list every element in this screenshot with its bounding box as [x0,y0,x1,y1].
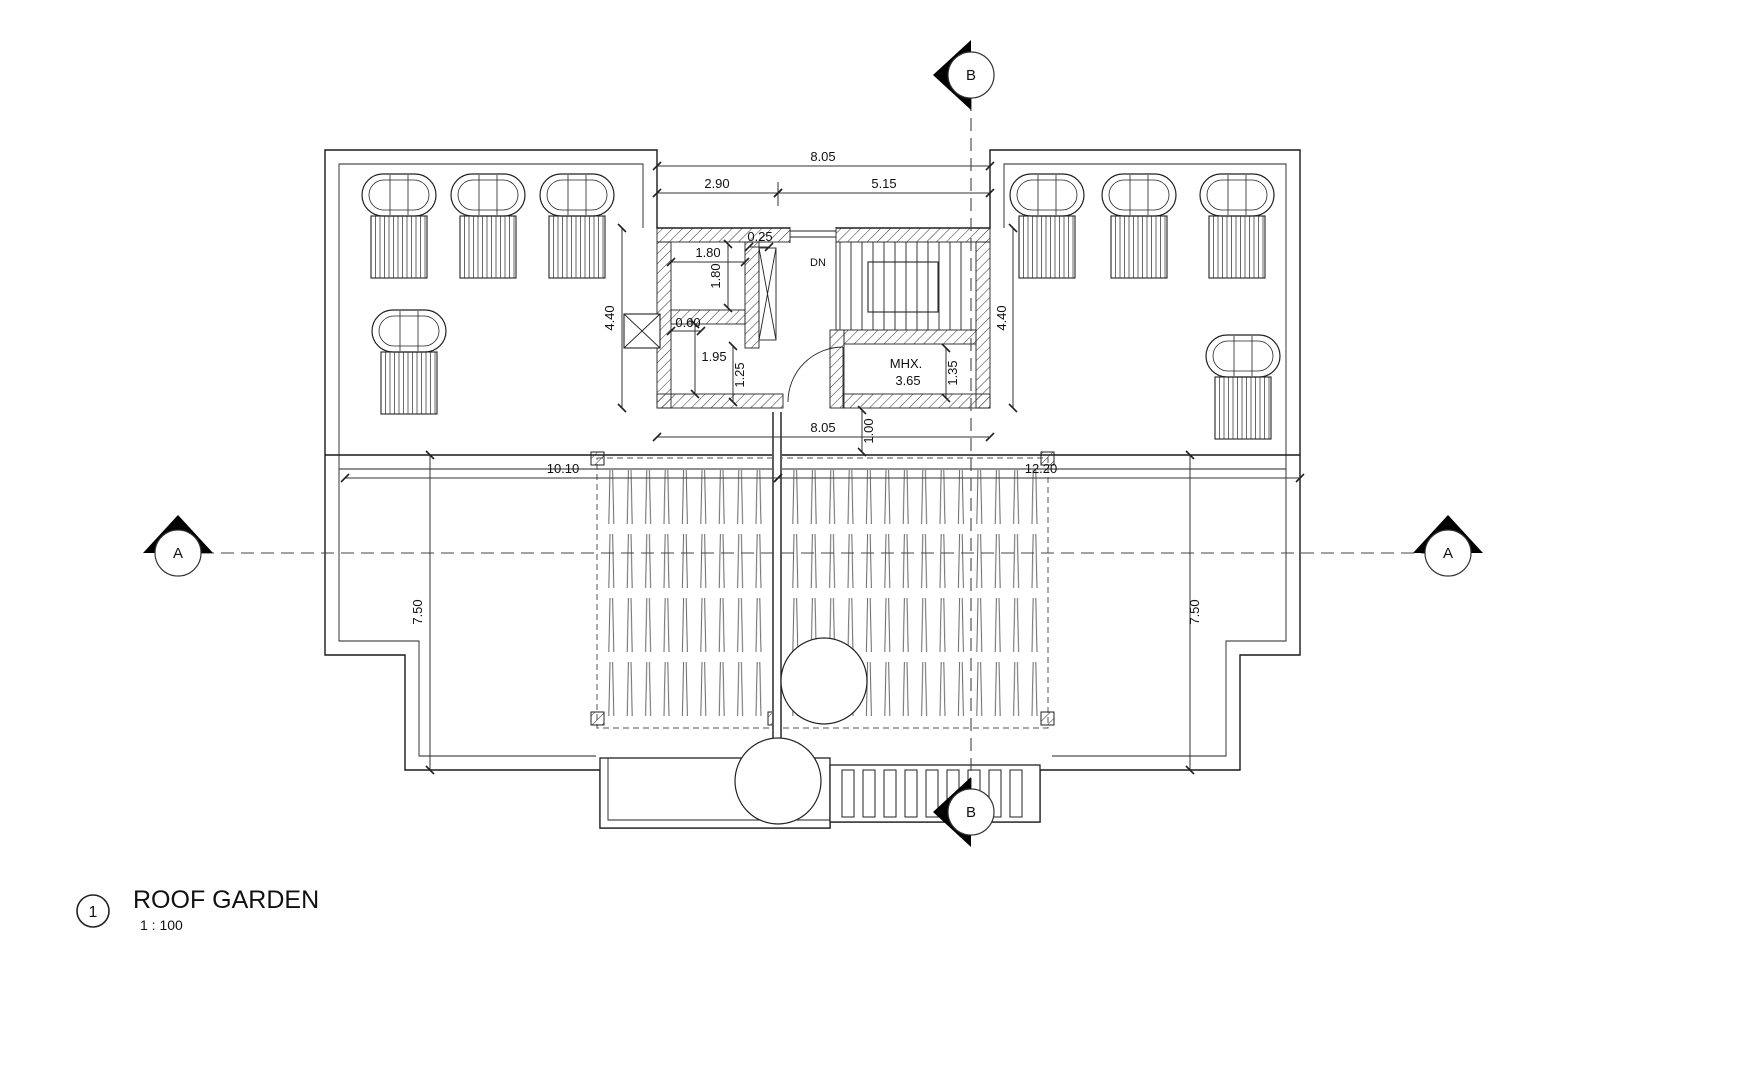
dim-room-depth: 1.80 [708,239,733,313]
section-bubble [1424,529,1472,577]
svg-text:8.05: 8.05 [810,420,835,435]
core-walls [656,227,991,409]
inner-wall-line-right [1003,163,1287,757]
sunbed [540,174,614,278]
mech-room-name: MHX. [890,356,923,371]
section-marker-b-bottom: B [933,777,995,847]
svg-text:5.15: 5.15 [871,176,896,191]
section-bubble [154,529,202,577]
dim-lower-room-depth: 1.95 [690,319,727,399]
dim-mech-room-width: 1.35 [941,343,960,403]
dim-core-top-left: 2.90 [652,176,783,206]
duct-shaft [758,247,777,341]
sunbed [1102,174,1176,278]
view-scale: 1 : 100 [140,917,183,933]
svg-text:4.40: 4.40 [994,305,1009,330]
svg-text:1.00: 1.00 [861,418,876,443]
dim-core-top-total: 8.05 [652,149,995,171]
svg-text:8.05: 8.05 [810,149,835,164]
shaft-column [623,313,661,349]
view-number: 1 [89,904,98,921]
section-letter: B [966,67,976,84]
section-marker-a-right: A [1413,515,1483,577]
svg-text:7.50: 7.50 [1187,599,1202,624]
dim-corridor-width: 1.25 [728,341,747,407]
sunbed [372,310,446,414]
round-feature-upper [780,637,868,725]
svg-text:1.25: 1.25 [732,362,747,387]
section-bubble [947,51,995,99]
view-title: 1 ROOF GARDEN 1 : 100 [76,886,319,933]
dim-door-offset: 1.00 [857,405,876,457]
core-window [789,226,837,244]
stair-core: DN MHX. 3.65 [623,226,991,409]
section-lines [201,98,1425,789]
pergola [590,412,1055,744]
stair-run: DN [810,242,962,330]
section-letter: A [1443,545,1453,562]
mech-room-area: 3.65 [895,373,920,388]
exterior-stair-treads [841,769,1023,818]
bottom-terrace-features [599,737,1041,829]
svg-text:10.10: 10.10 [547,461,580,476]
dim-core-depth-left: 4.40 [602,223,627,413]
dim-room-width: 1.80 [666,245,750,267]
dim-terrace-right-width: 12.20 [773,461,1305,483]
dim-core-depth-right: 4.40 [994,223,1018,413]
svg-text:2.90: 2.90 [704,176,729,191]
dimensions: 8.05 2.90 5.15 1.80 0.25 1.80 4.40 [340,149,1305,775]
svg-text:0.25: 0.25 [747,229,772,244]
sunbed [1200,174,1274,278]
core-door [787,346,844,403]
dim-core-bottom-total: 8.05 [652,420,995,442]
svg-text:1.95: 1.95 [701,349,726,364]
dim-terrace-depth-right: 7.50 [1185,450,1202,775]
svg-text:1.80: 1.80 [708,263,723,288]
pergola-outline [596,457,1049,729]
svg-text:1.35: 1.35 [945,360,960,385]
svg-text:7.50: 7.50 [410,599,425,624]
stair-rail [867,261,939,313]
dim-core-top-right: 5.15 [773,176,995,198]
center-walkway [772,412,782,744]
dim-terrace-depth-left: 7.50 [410,450,435,775]
section-marker-b-top: B [933,40,995,110]
mech-room-label: MHX. 3.65 [890,356,923,388]
view-number-bubble [76,894,110,928]
stair-treads [839,242,962,330]
section-letter: A [173,545,183,562]
svg-text:1.80: 1.80 [695,245,720,260]
lower-landing-inner [607,758,830,821]
dim-terrace-left-width: 10.10 [340,461,783,483]
stair-dn-label: DN [810,257,826,269]
sunbed [1010,174,1084,278]
inner-wall-line-left [338,163,644,757]
section-letter: B [966,804,976,821]
sunbed [451,174,525,278]
round-feature-lower [734,737,822,825]
svg-text:4.40: 4.40 [602,305,617,330]
view-name: ROOF GARDEN [133,886,319,914]
sunbed [362,174,436,278]
section-marker-a-left: A [143,515,213,577]
svg-text:0.60: 0.60 [675,315,700,330]
sunbed [1206,335,1280,439]
dim-wall-thickness: 0.25 [744,229,774,252]
pergola-columns [590,451,1055,726]
sunbeds [362,174,1280,439]
section-bubble [947,788,995,836]
dim-opening-width: 0.60 [666,315,706,336]
svg-text:12.20: 12.20 [1025,461,1058,476]
exterior-stair [829,764,1041,823]
